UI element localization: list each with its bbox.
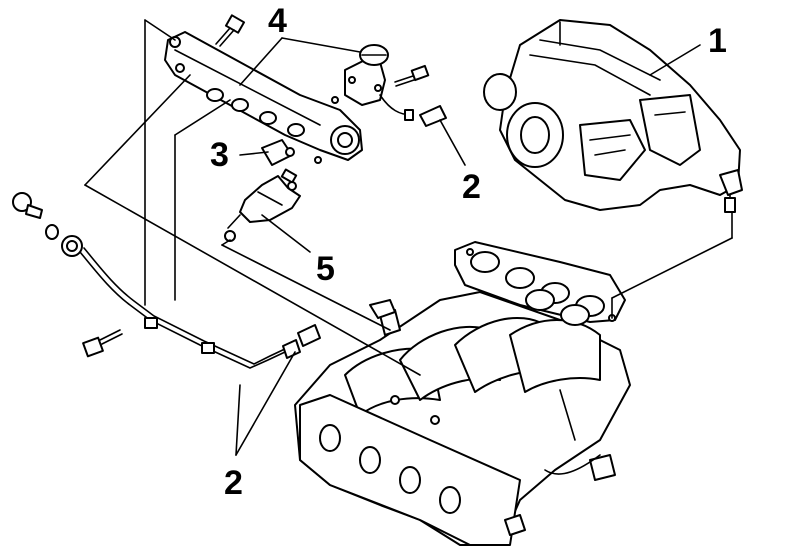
pipe-bolt: [82, 329, 123, 358]
fuel-pressure-regulator: [344, 44, 414, 121]
callout-2-upper: 2: [462, 168, 481, 206]
callout-1: 1: [708, 22, 727, 60]
rail-bolt: [215, 14, 246, 47]
injector-seal: [261, 139, 322, 166]
intake-manifold: [294, 289, 631, 546]
fuel-hose-upper: [419, 105, 447, 127]
small-washer: [331, 96, 339, 104]
callout-5: 5: [316, 250, 335, 288]
callout-3: 3: [210, 136, 229, 174]
callout-4: 4: [268, 2, 287, 40]
fuel-injector: [224, 168, 301, 242]
regulator-bolt: [394, 64, 430, 87]
leader-lines: [84, 19, 733, 456]
fuel-line: [12, 192, 321, 369]
callout-2-lower: 2: [224, 464, 243, 502]
fuel-rail: [164, 31, 363, 161]
small-oring: [287, 181, 297, 191]
intake-gasket: [454, 241, 626, 323]
throttle-body-assembly: [483, 19, 743, 213]
